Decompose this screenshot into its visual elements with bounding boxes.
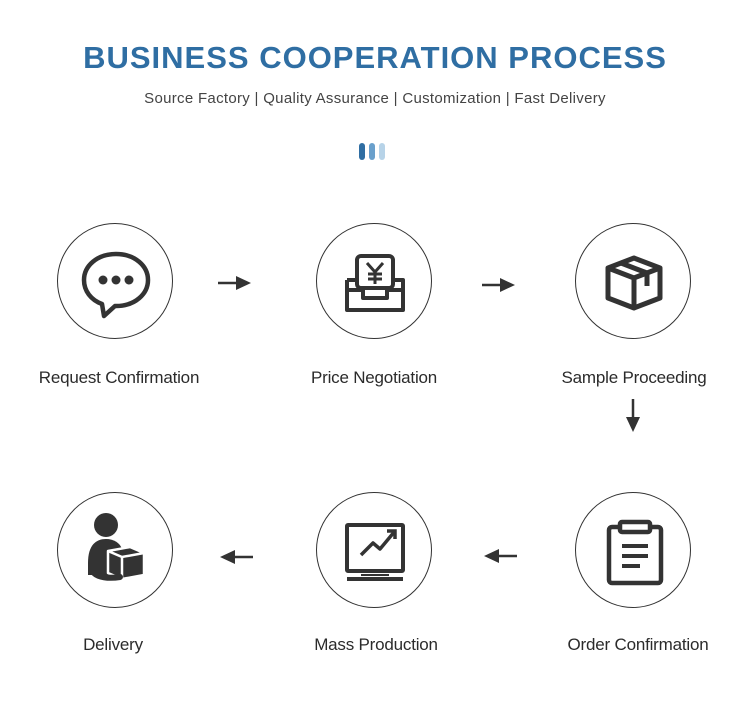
- step-label: Price Negotiation: [310, 368, 438, 387]
- package-box-icon: [605, 255, 663, 311]
- page-title: BUSINESS COOPERATION PROCESS: [83, 40, 667, 75]
- page-subtitle: Source Factory | Quality Assurance | Cus…: [144, 90, 606, 107]
- step-request-confirmation: [57, 223, 173, 339]
- step-label: Mass Production: [314, 635, 438, 654]
- clipboard-icon: [606, 519, 664, 586]
- decor-bar: [379, 143, 385, 160]
- decor-bar: [359, 143, 365, 160]
- chat-bubble-icon: [81, 251, 151, 319]
- arrow-left-icon: [219, 548, 253, 566]
- decorative-bars: [359, 143, 391, 161]
- step-order-confirmation: [575, 492, 691, 608]
- yen-inbox-icon: [345, 254, 405, 312]
- arrow-left-icon: [483, 547, 517, 565]
- decor-bar: [369, 143, 375, 160]
- chart-monitor-icon: [345, 523, 405, 581]
- delivery-person-icon: [88, 513, 146, 581]
- arrow-down-icon: [624, 399, 642, 433]
- step-label: Request Confirmation: [38, 368, 200, 387]
- step-label: Delivery: [83, 635, 143, 654]
- step-label: Sample Proceeding: [561, 368, 707, 387]
- step-sample-proceeding: [575, 223, 691, 339]
- step-price-negotiation: [316, 223, 432, 339]
- step-delivery: [57, 492, 173, 608]
- step-mass-production: [316, 492, 432, 608]
- arrow-right-icon: [482, 276, 516, 294]
- step-label: Order Confirmation: [567, 635, 709, 654]
- arrow-right-icon: [218, 274, 252, 292]
